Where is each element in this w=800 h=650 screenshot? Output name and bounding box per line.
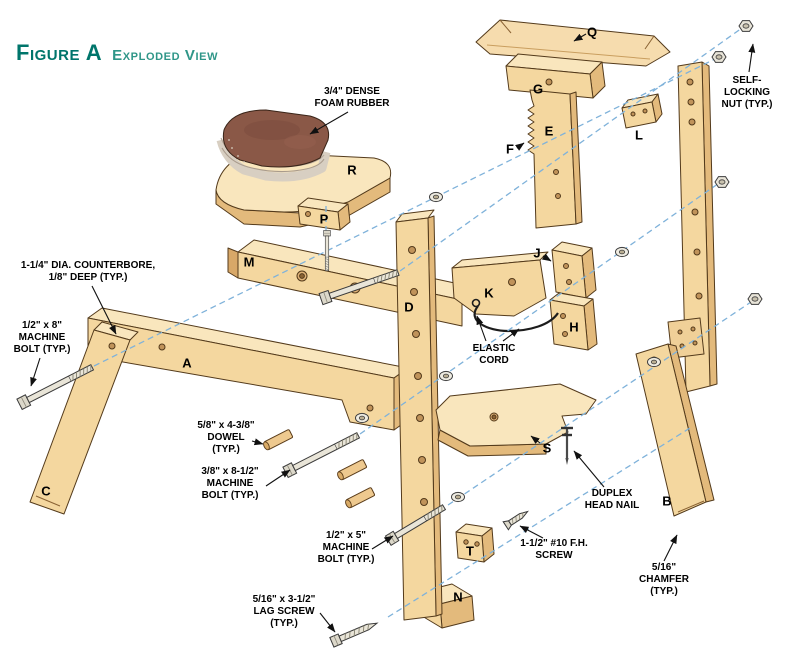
part-h-block: [549, 292, 598, 351]
part-label-h: H: [569, 319, 579, 335]
part-j-block: [551, 241, 597, 299]
part-l-block: [621, 93, 663, 129]
callout-foam-rubber: 3/4" DENSE FOAM RUBBER: [314, 86, 390, 109]
fasteners: [16, 20, 763, 648]
self-locking-nut: [738, 20, 754, 32]
part-label-m: M: [243, 254, 255, 270]
callout-machine-bolt-8-5: 3/8" x 8-1/2" MACHINE BOLT (TYP.): [201, 466, 259, 501]
part-label-c: C: [41, 483, 51, 499]
part-a-rail: [87, 307, 409, 431]
part-label-p: P: [319, 211, 329, 227]
part-m-upper-rail: [227, 239, 479, 327]
callout-self-locking-nut: SELF- LOCKING NUT (TYP.): [721, 75, 773, 110]
part-label-q: Q: [586, 24, 598, 40]
figure-subtitle: Exploded View: [112, 47, 219, 64]
part-label-l: L: [635, 127, 643, 143]
part-s-board: [435, 383, 597, 457]
callout-dowel: 5/8" x 4-3/8" DOWEL (TYP.): [197, 420, 255, 455]
part-d-post: [395, 209, 443, 621]
part-g-clamp-post: [505, 53, 606, 229]
part-label-t: T: [466, 543, 474, 559]
part-b-leg: [635, 343, 715, 517]
leader-arrows: [30, 33, 756, 633]
lag-screw: [329, 617, 380, 648]
callout-lag-screw: 5/16" x 3-1/2" LAG SCREW (TYP.): [252, 594, 316, 629]
callout-chamfer: 5/16" CHAMFER (TYP.): [639, 562, 689, 597]
part-rear-right-post: [667, 61, 718, 393]
figure-label: Figure A: [16, 40, 103, 65]
washer: [615, 246, 629, 258]
self-locking-nut: [714, 176, 730, 188]
callout-fh-screw: 1-1/2" #10 F.H. SCREW: [520, 538, 588, 561]
duplex-head-nail: [561, 426, 573, 465]
self-locking-nut: [711, 51, 727, 63]
washer: [647, 356, 661, 368]
dowel-3: [343, 486, 376, 510]
part-k-bracket: [451, 251, 549, 317]
part-p-block: [297, 197, 351, 231]
part-label-j: J: [533, 245, 541, 261]
callout-counterbore: 1-1/4" DIA. COUNTERBORE, 1/8" DEEP (TYP.…: [20, 260, 156, 283]
part-t-block: [455, 523, 495, 563]
part-label-d: D: [404, 299, 414, 315]
part-label-b: B: [662, 493, 672, 509]
washer: [429, 191, 443, 203]
dowel-2: [335, 458, 368, 482]
part-label-a: A: [182, 355, 192, 371]
part-label-f: F: [506, 141, 514, 157]
part-label-r: R: [347, 162, 357, 178]
callout-machine-bolt-5: 1/2" x 5" MACHINE BOLT (TYP.): [317, 530, 375, 565]
fh-screw: [502, 507, 531, 531]
part-label-e: E: [544, 123, 554, 139]
part-label-s: S: [542, 440, 552, 456]
callout-machine-bolt-8: 1/2" x 8" MACHINE BOLT (TYP.): [13, 320, 71, 355]
washer: [439, 370, 453, 382]
figure-title-block: Figure A Exploded View: [16, 40, 218, 66]
callout-elastic-cord: ELASTIC CORD: [472, 343, 516, 366]
self-locking-nut: [747, 293, 763, 305]
washer: [451, 491, 465, 503]
callout-duplex-nail: DUPLEX HEAD NAIL: [584, 488, 640, 511]
part-label-k: K: [484, 285, 494, 301]
washer: [355, 412, 369, 424]
foam-pad: [216, 109, 331, 182]
dowel-1: [261, 428, 294, 452]
part-label-g: G: [532, 81, 544, 97]
part-label-n: N: [453, 589, 463, 605]
